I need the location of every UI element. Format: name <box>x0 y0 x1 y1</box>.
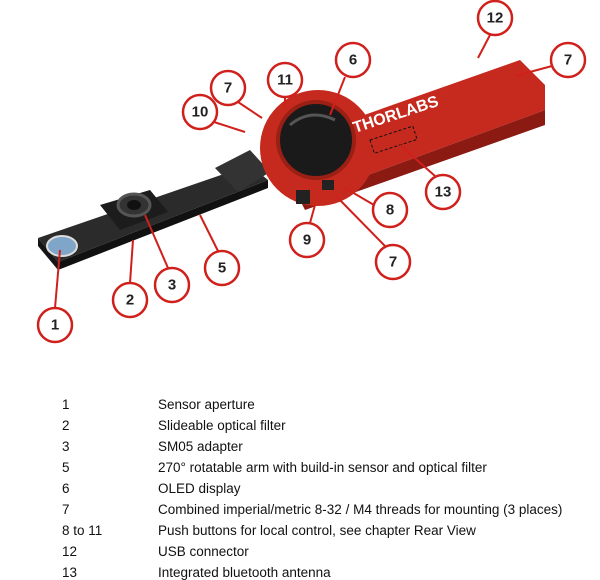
callout-circle <box>181 93 219 131</box>
callout-8: 8 <box>371 191 409 229</box>
legend-row: 7 Combined imperial/metric 8-32 / M4 thre… <box>62 499 562 520</box>
bluetooth-antenna-area <box>369 125 418 154</box>
meter-body: THORLABS <box>260 60 545 210</box>
callout-number: 13 <box>435 184 452 201</box>
callout-1: 1 <box>36 306 74 344</box>
callout-5: 5 <box>203 249 241 287</box>
legend-description: USB connector <box>158 544 249 559</box>
callout-2: 2 <box>111 281 149 319</box>
legend-number: 8 to 11 <box>62 523 103 538</box>
legend-number: 2 <box>62 418 70 433</box>
callout-circle <box>36 306 74 344</box>
callout-circle <box>153 266 191 304</box>
callout-7: 7 <box>209 69 247 107</box>
callout-circle <box>374 243 412 281</box>
callout-circle <box>476 0 514 37</box>
legend-description: Sensor aperture <box>158 397 255 412</box>
legend-description: Slideable optical filter <box>158 418 286 433</box>
legend-description: Integrated bluetooth antenna <box>158 565 331 580</box>
legend-description: Push buttons for local control, see chap… <box>158 523 476 538</box>
legend-number: 13 <box>62 565 78 580</box>
legend-number: 3 <box>62 439 70 454</box>
callout-circle <box>203 249 241 287</box>
callout-12: 12 <box>476 0 514 37</box>
legend-number: 12 <box>62 544 78 559</box>
callout-number: 3 <box>168 277 176 294</box>
legend-number: 7 <box>62 502 70 517</box>
callout-10: 10 <box>181 93 219 131</box>
legend-description: Combined imperial/metric 8-32 / M4 threa… <box>158 502 563 517</box>
legend-number: 6 <box>62 481 70 496</box>
callout-circle <box>549 41 587 79</box>
callout-13: 13 <box>424 173 462 211</box>
callout-11: 11 <box>266 61 304 99</box>
callout-number: 2 <box>126 292 134 309</box>
legend-row: 13 Integrated bluetooth antenna <box>62 562 562 580</box>
sensor-aperture <box>46 235 78 257</box>
thread-hole <box>322 180 334 190</box>
callout-number: 5 <box>218 260 226 277</box>
callout-circle <box>288 221 326 259</box>
legend-row: 6 OLED display <box>62 478 562 499</box>
callout-number: 12 <box>487 10 504 27</box>
legend-row: 8 to 11 Push buttons for local control, s… <box>62 520 562 541</box>
callout-3: 3 <box>153 266 191 304</box>
legend-number: 5 <box>62 460 70 475</box>
legend-row: 1 Sensor aperture <box>62 394 562 415</box>
arm-hinge <box>215 150 270 192</box>
callout-9: 9 <box>288 221 326 259</box>
callout-circle <box>209 69 247 107</box>
legend-row: 3 SM05 adapter <box>62 436 562 457</box>
callout-6: 6 <box>334 41 372 79</box>
callout-circle <box>424 173 462 211</box>
rotatable-arm <box>38 150 270 270</box>
callout-number: 1 <box>51 317 59 334</box>
callout-circle <box>371 191 409 229</box>
legend-row: 5 270° rotatable arm with build-in sensor… <box>62 457 562 478</box>
callout-number: 8 <box>386 202 394 219</box>
leader-lines <box>54 34 553 309</box>
callout-number: 10 <box>192 104 209 121</box>
callout-circle <box>111 281 149 319</box>
callout-number: 7 <box>224 80 232 97</box>
legend-row: 12 USB connector <box>62 541 562 562</box>
legend-number: 1 <box>62 397 70 412</box>
callout-7: 7 <box>549 41 587 79</box>
legend-description: 270° rotatable arm with build-in sensor … <box>158 460 487 475</box>
legend-table: 1 Sensor aperture 2 Slideable optical filt… <box>62 394 562 580</box>
callout-number: 6 <box>349 52 357 69</box>
callout-number: 11 <box>277 72 293 89</box>
legend-row: 2 Slideable optical filter <box>62 415 562 436</box>
callout-circle <box>266 61 304 99</box>
push-button <box>296 190 310 204</box>
callout-number: 7 <box>389 254 397 271</box>
legend-description: OLED display <box>158 481 241 496</box>
callout-circle <box>334 41 372 79</box>
callout-7: 7 <box>374 243 412 281</box>
oled-display <box>276 100 356 180</box>
legend-description: SM05 adapter <box>158 439 243 454</box>
callout-number: 9 <box>303 232 311 249</box>
callout-number: 7 <box>564 52 572 69</box>
